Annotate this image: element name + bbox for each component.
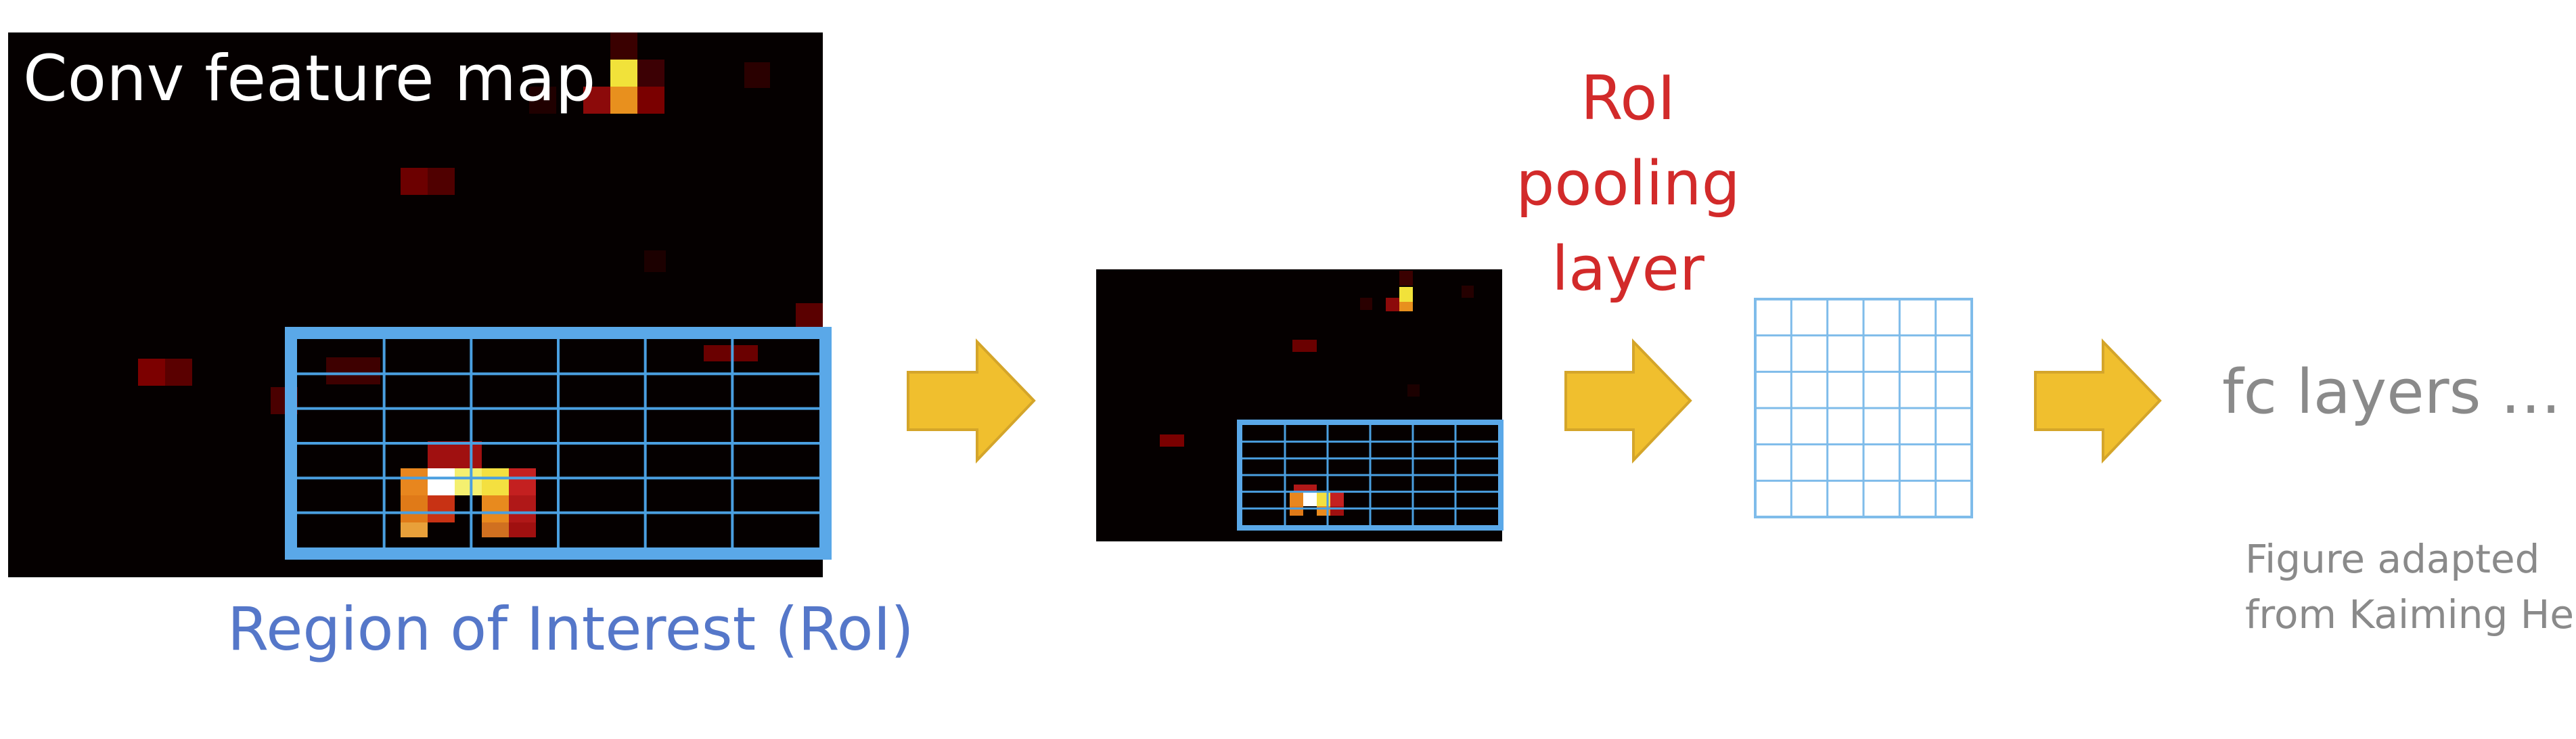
pooling-label-line-1: RoI	[1581, 63, 1675, 134]
right-arrow-icon	[1564, 338, 1692, 464]
roi-grid	[297, 339, 819, 547]
credit-line-1: Figure adapted	[2245, 536, 2539, 582]
scaled-feature-map	[1096, 269, 1504, 541]
right-arrow-icon	[907, 338, 1036, 464]
feature-map-activations	[138, 32, 823, 537]
scaled-roi-box	[1237, 420, 1504, 531]
feature-map-title: Conv feature map	[23, 42, 595, 116]
roi-caption: Region of Interest (RoI)	[227, 594, 914, 664]
conv-feature-map: Conv feature map	[8, 32, 832, 577]
fc-layers-label: fc layers …	[2222, 357, 2561, 428]
credit-line-2: from Kaiming He	[2245, 591, 2574, 637]
right-arrow-icon	[2034, 338, 2162, 464]
pooling-label-line-3: layer	[1552, 233, 1704, 305]
scaled-roi-grid	[1242, 425, 1498, 525]
roi-box	[285, 327, 832, 560]
pooling-label-line-2: pooling	[1516, 148, 1740, 219]
pooled-output-grid	[1754, 298, 1973, 518]
